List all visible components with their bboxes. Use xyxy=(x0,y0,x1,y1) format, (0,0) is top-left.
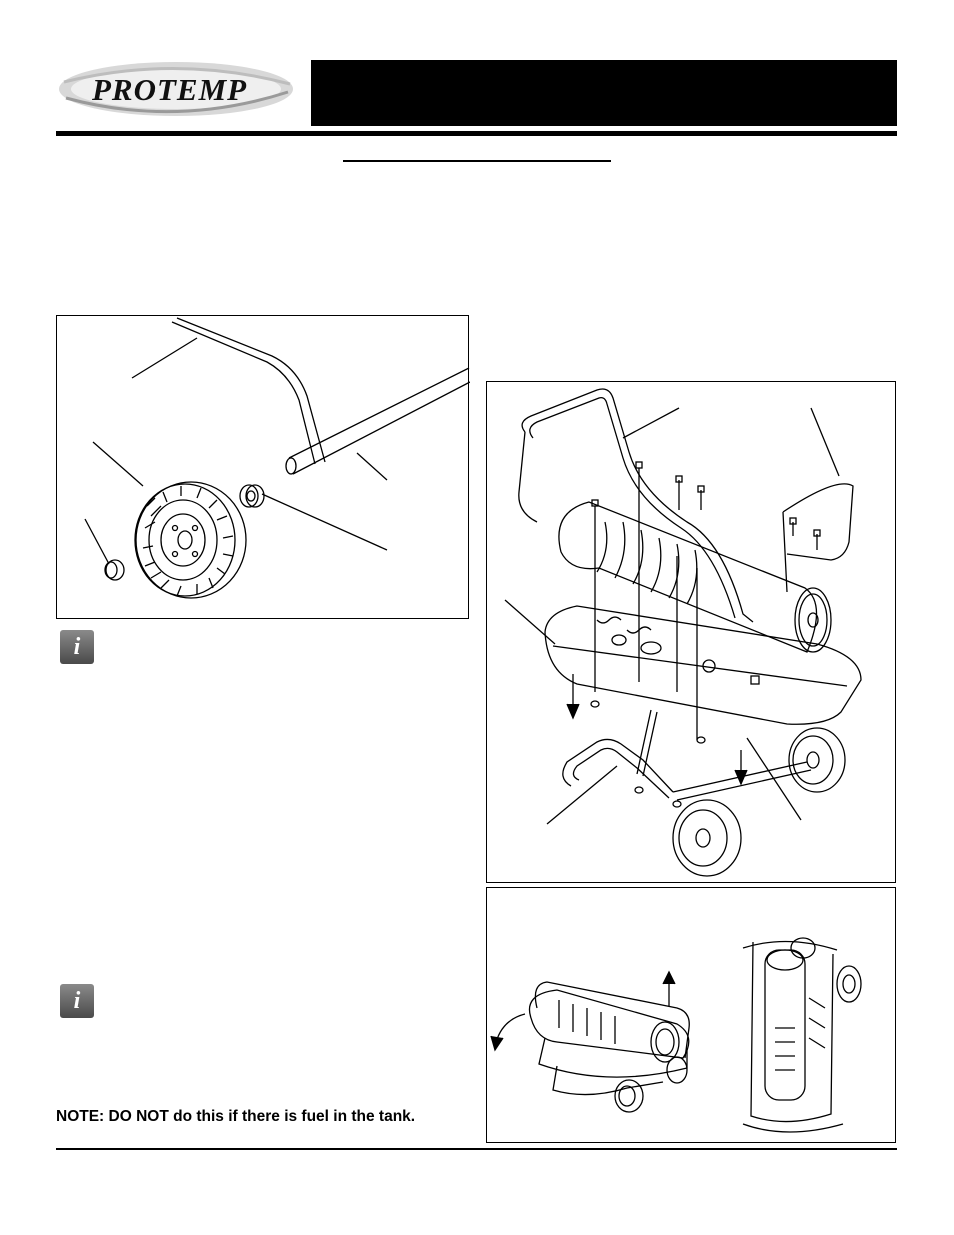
brand-wordmark: PROTEMP xyxy=(92,72,248,107)
fuel-warning-note: NOTE: DO NOT do this if there is fuel in… xyxy=(56,1108,416,1125)
figure-upright-storage xyxy=(486,887,896,1143)
heater-assembly-illustration xyxy=(504,388,862,877)
protemp-logo: PROTEMP xyxy=(56,58,296,120)
figure-wheel-axle xyxy=(56,315,470,619)
info-icon-1: i xyxy=(60,630,94,664)
figure-heater-assembly xyxy=(486,381,896,883)
footer-rule xyxy=(56,1148,897,1150)
header-bar xyxy=(311,60,897,126)
upright-storage-illustration xyxy=(490,937,862,1133)
header-rule xyxy=(56,131,897,136)
wheel-axle-illustration xyxy=(84,317,470,599)
info-icon-2: i xyxy=(60,984,94,1018)
section-title-underline xyxy=(343,160,611,162)
